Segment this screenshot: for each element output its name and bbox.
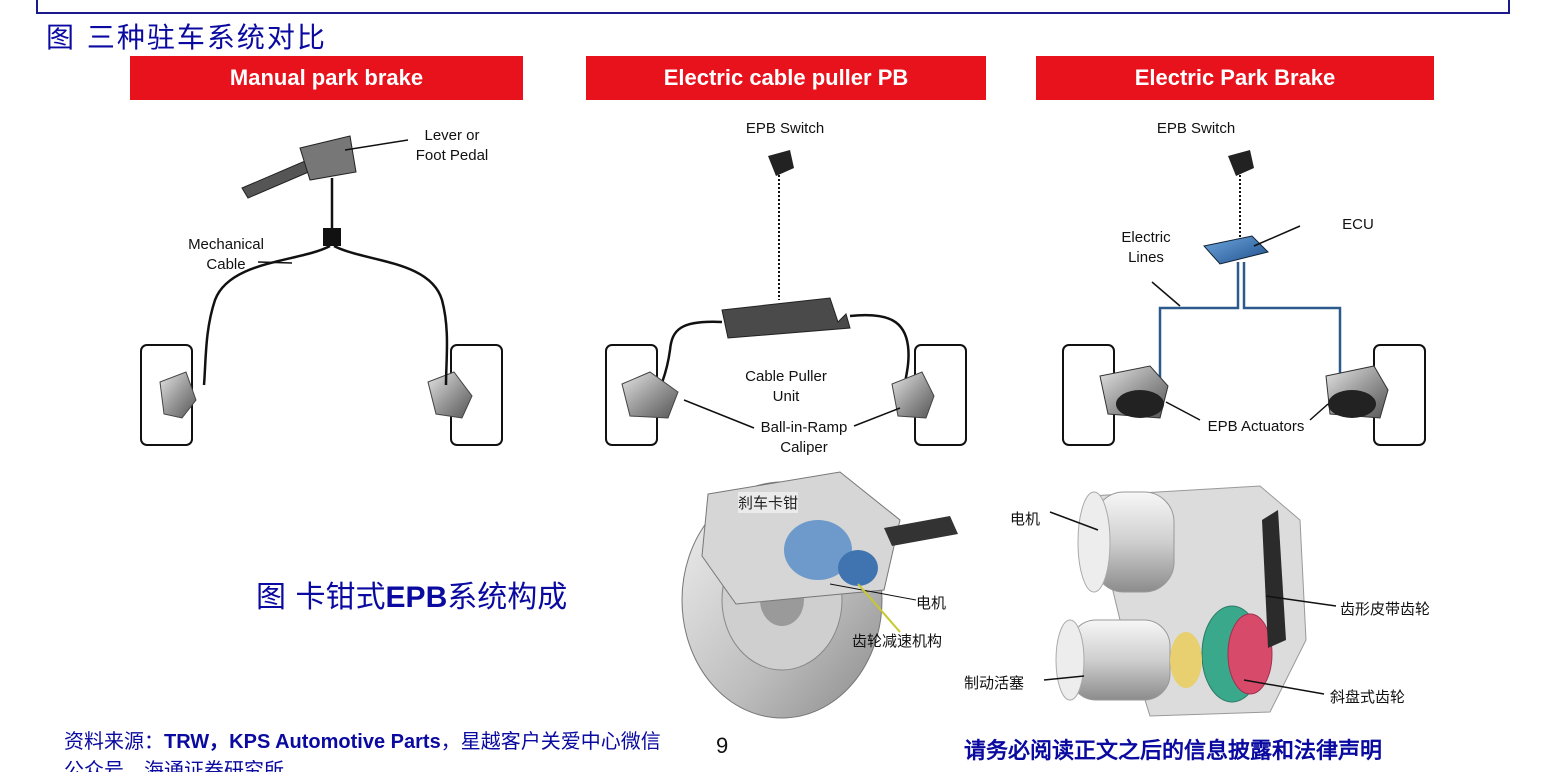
top-frame (36, 0, 1510, 14)
unit-label-line1: Cable Puller (745, 368, 827, 385)
epb-switch-label: EPB Switch (1156, 120, 1236, 137)
page-number: 9 (716, 733, 729, 758)
cable-label-line2: Cable (206, 256, 246, 273)
caliper-title-prefix: 图 卡钳式 (256, 580, 386, 615)
cable-puller-switch (768, 150, 794, 176)
lines-label-line1: Electric (1121, 229, 1171, 246)
lever-label-line1: Lever or (424, 127, 480, 144)
label-caliper-motor: 电机 (916, 594, 947, 612)
caliper-title-bold: EPB (385, 581, 448, 614)
manual-wheel-right (427, 344, 503, 446)
label-brake-caliper: 刹车卡钳 (738, 492, 799, 513)
lines-label-line2: Lines (1128, 249, 1164, 266)
figure-title: 图 三种驻车系统对比 (46, 21, 327, 54)
source-note: 资料来源：TRW，KPS Automotive Parts，星越客户关爱中心微信… (64, 727, 674, 772)
puller-cables (658, 313, 910, 389)
cable-splitter (323, 228, 341, 246)
epb-switch (1228, 150, 1254, 176)
label-motor: 电机 (1010, 510, 1041, 528)
mechanical-cable-label: Mechanical Cable (176, 235, 276, 275)
cable-puller-wheel-right (891, 344, 967, 446)
disclaimer: 请务必阅读正文之后的信息披露和法律声明 (964, 738, 1383, 764)
lever-label: Lever or Foot Pedal (402, 126, 502, 166)
label-swash-gear: 斜盘式齿轮 (1330, 688, 1406, 706)
cable-puller-switch-label: EPB Switch (745, 120, 825, 137)
source-suffix: ，星越客户关爱中心微信公众号，海通证券研究所 (64, 729, 661, 772)
ecu-label: ECU (1342, 216, 1374, 233)
manual-wheel-left (140, 344, 197, 446)
caliper-label: Ball-in-Ramp Caliper (748, 418, 860, 458)
unit-label-line2: Unit (772, 388, 800, 405)
caliper-title-suffix: 系统构成 (447, 580, 568, 615)
epb-wheel-left (1062, 344, 1169, 446)
epb-wheel-right (1325, 344, 1426, 446)
caliper-label-line1: Ball-in-Ramp (760, 419, 848, 436)
cable-label-line1: Mechanical (188, 236, 264, 253)
lever-label-line2: Foot Pedal (415, 147, 489, 164)
label-gear-reduction: 齿轮减速机构 (852, 632, 943, 650)
label-belt-gear: 齿形皮带齿轮 (1340, 600, 1431, 618)
label-piston: 制动活塞 (964, 674, 1025, 692)
cable-puller-unit-label: Cable Puller Unit (730, 367, 842, 407)
banner-electric-park-brake: Electric Park Brake (1036, 56, 1434, 100)
cable-puller-wheel-left (605, 344, 679, 446)
ecu-module (1203, 235, 1269, 265)
banner-manual-park-brake: Manual park brake (130, 56, 523, 100)
source-prefix: 资料来源： (64, 729, 164, 753)
caliper-label-line2: Caliper (780, 439, 828, 456)
hand-lever (241, 135, 357, 199)
cable-puller-unit (721, 297, 851, 339)
epb-actuators-label: EPB Actuators (1207, 418, 1305, 435)
source-bold: TRW，KPS Automotive Parts (164, 731, 441, 753)
electric-lines-label: Electric Lines (1106, 228, 1186, 268)
caliper-figure-title: 图 卡钳式EPB系统构成 (256, 572, 567, 616)
banner-electric-cable-puller: Electric cable puller PB (586, 56, 986, 100)
electric-lines (1158, 262, 1342, 380)
mechanical-cable (202, 178, 449, 386)
motor-gear-illustration (1043, 485, 1337, 717)
